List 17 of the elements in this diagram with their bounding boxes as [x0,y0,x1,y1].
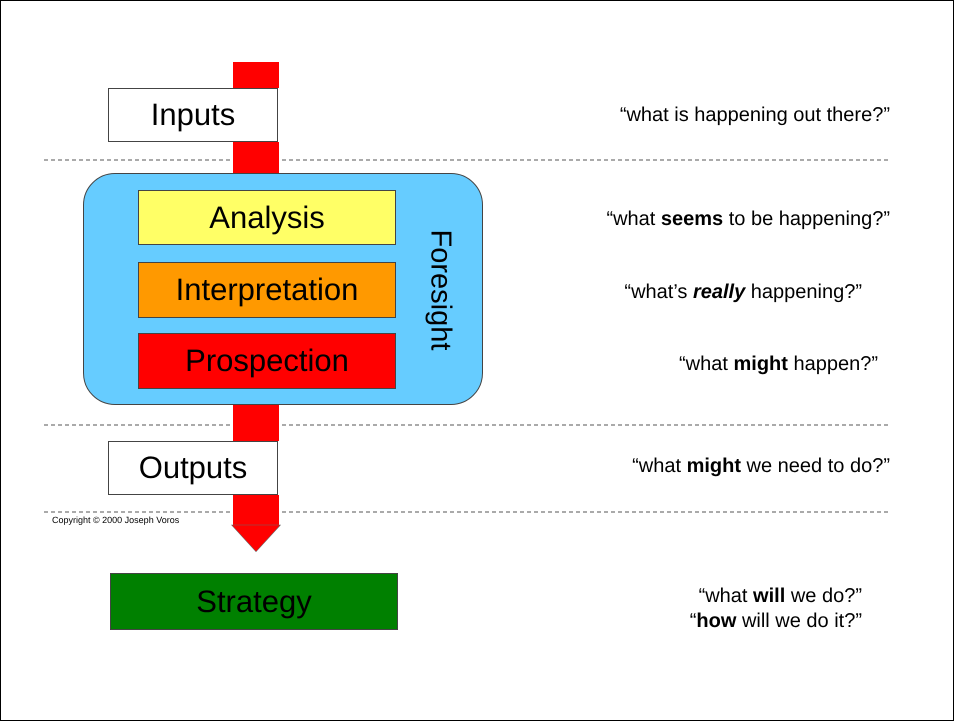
copyright-note: Copyright © 2000 Joseph Voros [52,515,180,525]
question-text: “what might happen?” [679,353,878,376]
process-box: Strategy [110,573,398,630]
process-box: Inputs [108,88,278,142]
process-box: Outputs [108,441,278,495]
process-box: Analysis [138,190,396,245]
question-text: “what will we do?” [698,585,862,608]
question-text: “how will we do it?” [690,610,862,633]
group-box [83,173,483,405]
process-box: Prospection [138,333,396,389]
question-text: “what’s really happening?” [624,281,862,304]
question-text: “what seems to be happening?” [606,208,890,231]
question-text: “what might we need to do?” [632,455,890,478]
process-box: Interpretation [138,262,396,318]
question-text: “what is happening out there?” [620,104,890,127]
group-title: Foresight [424,230,456,350]
arrow [231,495,281,552]
